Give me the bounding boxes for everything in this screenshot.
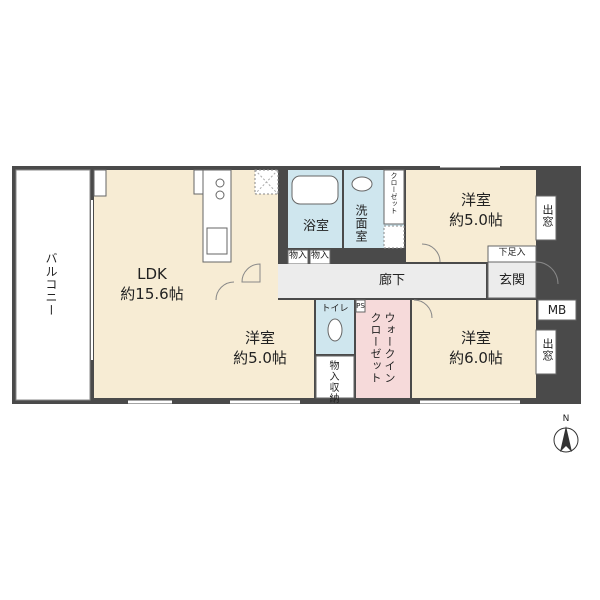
closet-area xyxy=(383,169,405,225)
sink-icon xyxy=(206,227,228,255)
hallway-label: 廊下 xyxy=(378,273,405,288)
storage-small-2-label: 物入 xyxy=(310,251,329,261)
western-east-name: 洋室 xyxy=(460,329,491,347)
western-north-size: 約5.0帖 xyxy=(449,211,503,229)
meter-box-label: MB xyxy=(547,303,567,317)
ldk-size: 約15.6帖 xyxy=(120,285,184,303)
western-room-center-floor xyxy=(206,300,314,398)
hallway-floor xyxy=(278,264,486,298)
ldk-name: LDK xyxy=(137,265,167,283)
balcony-area xyxy=(15,169,91,401)
entrance-label: 玄関 xyxy=(498,273,525,288)
stove-burner-icon xyxy=(215,178,225,188)
washroom-label: 洗面室 xyxy=(354,204,368,243)
western-center-name: 洋室 xyxy=(244,329,275,347)
door-swing xyxy=(413,299,433,319)
meter-box xyxy=(537,299,577,321)
basin-icon xyxy=(351,176,373,192)
storage-small-1-label: 物入 xyxy=(288,251,307,261)
bay-window-1 xyxy=(535,195,557,241)
door-swing xyxy=(535,261,559,285)
walkin-closet-label: ウォークイン クローゼット xyxy=(369,312,396,384)
bay-window-2-label: 出窓 xyxy=(541,338,554,362)
bay-window-1-label: 出窓 xyxy=(541,204,554,228)
ps-box-toilet xyxy=(355,299,366,313)
ps-box-ldk xyxy=(93,169,107,197)
western-room-east-floor xyxy=(412,300,536,398)
compass-label: N xyxy=(562,414,570,424)
storage-center xyxy=(315,355,355,399)
toilet-label: トイレ xyxy=(321,304,349,314)
washer-space xyxy=(383,225,405,249)
shoe-storage xyxy=(487,245,537,263)
storage-center-label: 物入収納 xyxy=(327,360,338,404)
toilet-icon xyxy=(327,318,343,342)
walkin-closet-floor xyxy=(356,300,410,398)
bath-label: 浴室 xyxy=(302,219,329,234)
bathtub-icon xyxy=(291,175,339,205)
door-swing xyxy=(421,243,441,263)
stove-burner-icon xyxy=(215,190,225,200)
western-east-size: 約6.0帖 xyxy=(449,349,503,367)
door-swing xyxy=(215,281,235,301)
fridge-cross xyxy=(254,169,279,195)
ps-box-kitchen xyxy=(193,169,204,195)
bay-window-2 xyxy=(535,329,557,375)
balcony-label: バルコニー xyxy=(44,252,58,317)
north-compass-icon xyxy=(553,426,579,453)
closet-label: クローゼット xyxy=(390,172,398,214)
door-swing xyxy=(241,263,261,283)
shoe-storage-label: 下足入 xyxy=(498,248,526,258)
ps-label: PS xyxy=(356,302,365,310)
western-north-name: 洋室 xyxy=(460,191,491,209)
western-center-size: 約5.0帖 xyxy=(233,349,287,367)
entrance-floor xyxy=(487,261,537,299)
